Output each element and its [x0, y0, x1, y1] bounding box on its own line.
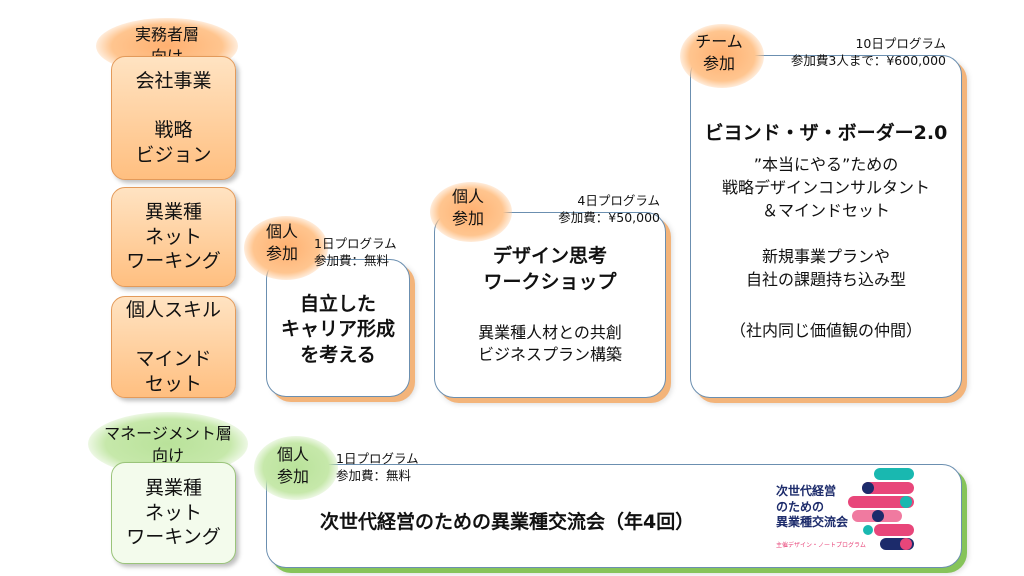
card-design: [434, 212, 666, 398]
card-design-desc: 異業種人材との共創 ビジネスプラン構築: [477, 323, 622, 365]
card-design-tag: 個人 参加: [451, 187, 484, 228]
box-company-strategy-label: 会社事業 戦略 ビジョン: [135, 69, 212, 166]
box-manager-networking: 異業種 ネット ワーキング: [111, 462, 236, 564]
box-company-strategy: 会社事業 戦略 ビジョン: [111, 56, 236, 180]
card-beyond-note: （社内同じ価値観の仲間）: [729, 321, 922, 340]
logo-small-text: 主催デザイン・ノートプログラム: [776, 542, 866, 549]
box-manager-networking-label: 異業種 ネット ワーキング: [126, 476, 221, 549]
exchange-logo: 次世代経営 のための 異業種交流会 主催デザイン・ノートプログラム: [756, 466, 920, 554]
box-networking: 異業種 ネット ワーキング: [111, 187, 236, 287]
card-career-title: 自立した キャリア形成 を考える: [280, 293, 395, 366]
card-career-program: 1日プログラム 参加費：無料: [314, 236, 397, 268]
card-beyond-subtitle: ”本当にやる”ための 戦略デザインコンサルタント ＆マインドセット: [721, 155, 930, 221]
card-design-program: 4日プログラム 参加費：¥50,000: [558, 193, 660, 225]
card-exchange: [266, 464, 962, 568]
card-beyond-desc: 新規事業プランや 自社の課題持ち込み型: [745, 247, 906, 290]
card-beyond-title: ビヨンド・ザ・ボーダー2.0: [704, 122, 948, 144]
logo-dots-graphic: [848, 468, 914, 550]
manager-tag: マネージメント層 向け: [104, 424, 232, 465]
box-networking-label: 異業種 ネット ワーキング: [126, 200, 221, 273]
card-design-tag-bg: [430, 182, 512, 242]
card-exchange-tag-bg: [254, 436, 338, 500]
box-personal-skill-label: 個人スキル マインド セット: [125, 298, 221, 395]
card-beyond-tag: チーム 参加: [695, 32, 743, 73]
card-career-tag: 個人 参加: [265, 222, 298, 263]
card-career: [266, 259, 410, 397]
card-exchange-title: 次世代経営のための異業種交流会（年4回）: [320, 511, 695, 533]
card-beyond-tag-bg: [680, 24, 764, 88]
logo-text: 次世代経営 のための 異業種交流会: [776, 484, 849, 530]
card-career-tag-bg: [244, 216, 328, 280]
card-beyond-program: 10日プログラム 参加費3人まで：¥600,000: [790, 36, 946, 68]
card-exchange-tag: 個人 参加: [276, 445, 309, 486]
card-design-title: デザイン思考 ワークショップ: [483, 245, 617, 293]
card-beyond: [690, 55, 962, 398]
card-exchange-program: 1日プログラム 参加費：無料: [336, 451, 419, 483]
box-personal-skill: 個人スキル マインド セット: [111, 296, 236, 398]
